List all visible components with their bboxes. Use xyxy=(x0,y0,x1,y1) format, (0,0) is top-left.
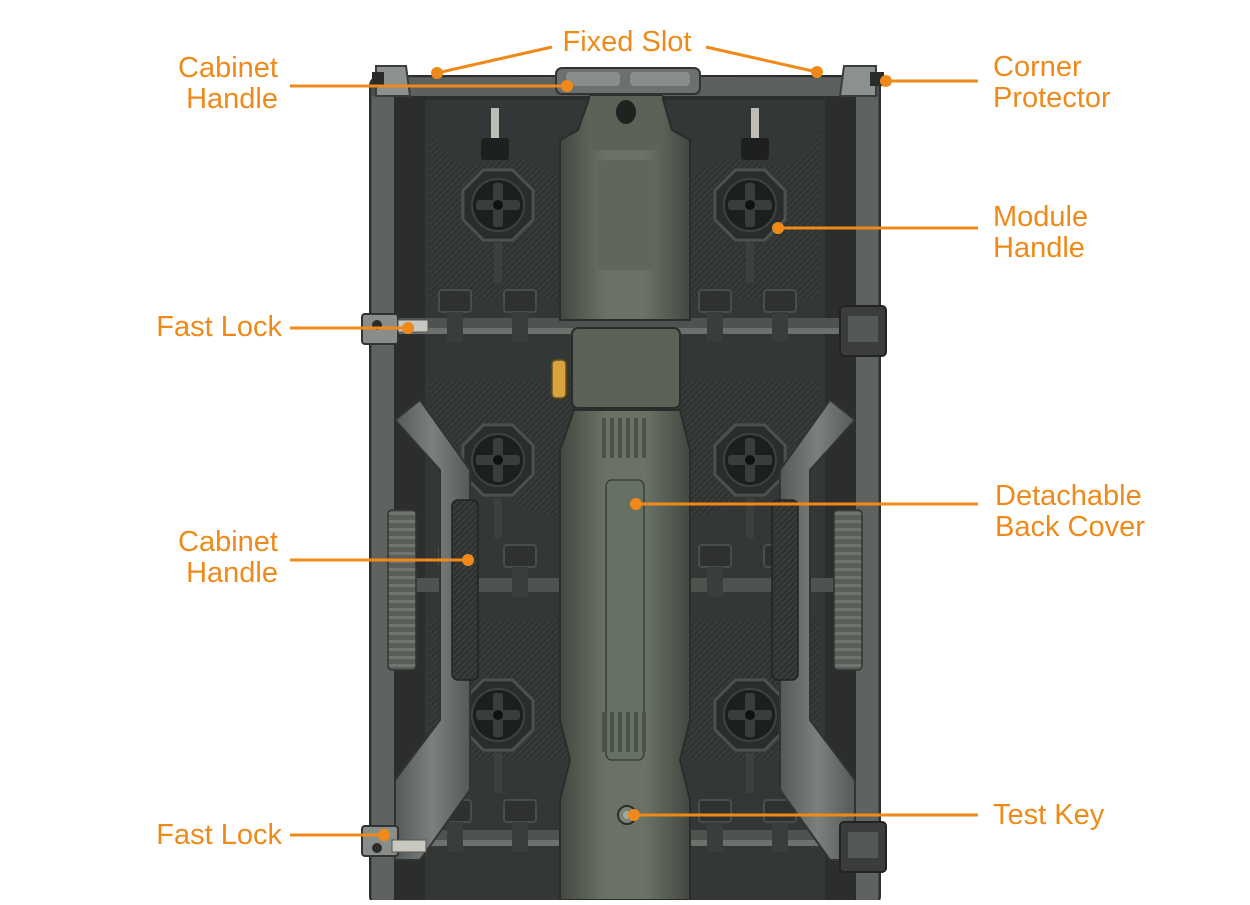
label-cabinet-handle-bottom-line1: Cabinet xyxy=(178,526,278,558)
leader-dot-5 xyxy=(772,222,784,234)
fast-locks xyxy=(361,305,887,873)
leader-line-2 xyxy=(705,45,818,74)
label-detachable-back-cover-line2: Back Cover xyxy=(995,511,1145,543)
label-cabinet-handle-top-line2: Handle xyxy=(186,83,278,115)
back-cover-spine xyxy=(551,95,691,901)
label-fast-lock-top: Fast Lock xyxy=(80,312,282,343)
callout-leaders xyxy=(290,45,978,841)
label-detachable-back-cover: Detachable Back Cover xyxy=(995,481,1215,543)
label-cabinet-handle-bottom-line2: Handle xyxy=(186,557,278,589)
label-fast-lock-top-line1: Fast Lock xyxy=(156,311,282,343)
module-latch-1 xyxy=(438,289,472,342)
label-cabinet-handle-top: Cabinet Handle xyxy=(110,53,278,115)
label-cabinet-handle-top-line1: Cabinet xyxy=(178,52,278,84)
label-corner-protector-line1: Corner xyxy=(993,51,1082,83)
module-mount-4 xyxy=(713,423,787,538)
leader-dot-8 xyxy=(462,554,474,566)
module-mount-6 xyxy=(713,678,787,793)
module-mount-2 xyxy=(713,168,787,283)
label-module-handle-line1: Module xyxy=(993,201,1089,233)
leader-dot-4 xyxy=(880,75,892,87)
module-latch-3 xyxy=(698,289,732,342)
module-latch-2 xyxy=(503,289,537,342)
leader-dot-3 xyxy=(561,80,573,92)
top-handle-bar xyxy=(555,67,701,95)
label-cabinet-handle-bottom: Cabinet Handle xyxy=(110,527,278,589)
leader-line-1 xyxy=(436,45,553,75)
top-screw-1 xyxy=(481,108,509,160)
label-fixed-slot-line1: Fixed Slot xyxy=(562,26,692,58)
module-latch-4 xyxy=(763,289,797,342)
module-latch-6 xyxy=(503,544,537,597)
leader-dot-9 xyxy=(378,829,390,841)
corner-protectors xyxy=(372,65,884,97)
label-fast-lock-bottom: Fast Lock xyxy=(80,820,282,851)
label-corner-protector-line2: Protector xyxy=(993,82,1111,114)
module-mount-5 xyxy=(461,678,535,793)
label-module-handle: Module Handle xyxy=(993,202,1193,264)
leader-dot-10 xyxy=(628,809,640,821)
module-mount-3 xyxy=(461,423,535,538)
leader-dot-2 xyxy=(811,66,823,78)
module-latch-10 xyxy=(503,799,537,852)
label-corner-protector: Corner Protector xyxy=(993,52,1193,114)
module-mount-1 xyxy=(461,168,535,283)
leader-dot-6 xyxy=(402,322,414,334)
leader-dot-7 xyxy=(630,498,642,510)
label-module-handle-line2: Handle xyxy=(993,232,1085,264)
label-test-key: Test Key xyxy=(993,800,1193,831)
top-screw-2 xyxy=(741,108,769,160)
module-mounts xyxy=(461,168,787,793)
label-fast-lock-bottom-line1: Fast Lock xyxy=(156,819,282,851)
label-test-key-line1: Test Key xyxy=(993,799,1105,831)
leader-dot-1 xyxy=(431,67,443,79)
module-latch-7 xyxy=(698,544,732,597)
label-fixed-slot: Fixed Slot xyxy=(548,27,706,58)
label-detachable-back-cover-line1: Detachable xyxy=(995,480,1142,512)
